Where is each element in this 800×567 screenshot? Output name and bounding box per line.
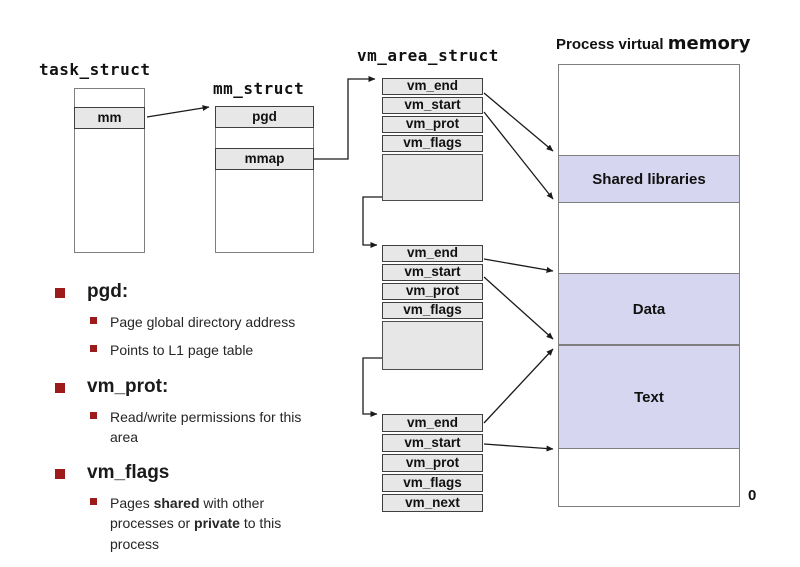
vma-block-1: vm_end vm_start vm_prot vm_flags <box>382 78 483 201</box>
vma1-empty-cell <box>382 154 483 201</box>
vma2-row-vm-prot: vm_prot <box>382 283 483 300</box>
process-virtual-memory-title: Process virtual memory <box>556 33 750 54</box>
bullet-square-icon <box>55 469 65 480</box>
bullet-square-icon <box>55 382 65 393</box>
sub-item-seg: to this process <box>110 515 282 552</box>
vma3-row-vm-flags: vm_flags <box>382 474 483 492</box>
vm-area-struct-title: vm_area_struct <box>357 46 499 65</box>
note-heading: vm_flags <box>87 462 170 484</box>
sub-item-text: Pages shared with other processes or pri… <box>110 493 310 554</box>
arrow-mm-to-mm-struct <box>146 105 210 118</box>
note-pgd: pgd: Page global directory address Point… <box>55 281 365 361</box>
pvm-title-emphasis: memory <box>667 33 751 54</box>
arrow-vma2-to-vma3 <box>362 357 382 417</box>
note-vm-flags-heading-row: vm_flags <box>55 462 365 484</box>
note-vm-prot-heading-row: vm_prot: <box>55 376 365 398</box>
note-sub-item: Points to L1 page table <box>90 340 365 360</box>
arrow-vma2-vmstart-to-data-bottom <box>483 276 554 340</box>
sub-bullet-square-icon <box>90 345 97 353</box>
sub-item-text: Read/write permissions for this area <box>110 408 302 445</box>
shared-libraries-region: Shared libraries <box>558 155 740 203</box>
vma1-row-vm-prot: vm_prot <box>382 116 483 133</box>
vma1-row-vm-end: vm_end <box>382 78 483 95</box>
vma1-row-vm-flags: vm_flags <box>382 135 483 152</box>
vma3-row-vm-prot: vm_prot <box>382 454 483 472</box>
vma2-empty-cell <box>382 321 483 370</box>
sub-item-text: Points to L1 page table <box>110 342 254 359</box>
vma3-row-vm-start: vm_start <box>382 434 483 452</box>
sub-item-text: Page global directory address <box>110 314 296 330</box>
sub-bullet-square-icon <box>90 498 97 506</box>
note-vm-flags: vm_flags Pages shared with other process… <box>55 462 365 554</box>
sub-item-seg-bold: private <box>194 515 240 532</box>
sub-bullet-square-icon <box>90 411 97 419</box>
note-vm-prot: vm_prot: Read/write permissions for this… <box>55 376 365 448</box>
arrow-vma3-vmend-to-text-top <box>483 348 554 424</box>
address-zero-label: 0 <box>748 487 757 504</box>
notes-list: pgd: Page global directory address Point… <box>55 281 365 567</box>
vma-block-2: vm_end vm_start vm_prot vm_flags <box>382 245 483 370</box>
vma3-row-vm-next: vm_next <box>382 494 483 512</box>
arrow-vma1-to-vma2 <box>362 196 382 248</box>
vma2-row-vm-flags: vm_flags <box>382 302 483 319</box>
mm-struct-mmap-cell: mmap <box>215 148 314 170</box>
vma3-row-vm-end: vm_end <box>382 414 483 432</box>
note-sub-item: Read/write permissions for this area <box>90 407 365 448</box>
text-region: Text <box>558 345 740 449</box>
note-heading: pgd: <box>87 281 129 302</box>
vma2-row-vm-end: vm_end <box>382 245 483 262</box>
vma2-row-vm-start: vm_start <box>382 264 483 281</box>
arrow-mmap-to-vma1 <box>314 76 376 160</box>
arrow-vma2-vmend-to-data-top <box>483 258 554 273</box>
arrow-vma3-vmstart-to-text-bottom <box>483 443 554 452</box>
task-struct-mm-cell: mm <box>74 107 145 129</box>
pvm-title-prefix: Process virtual <box>556 36 668 53</box>
task-struct-title: task_struct <box>39 60 151 79</box>
note-pgd-heading-row: pgd: <box>55 281 365 303</box>
bullet-square-icon <box>55 288 65 298</box>
note-heading: vm_prot: <box>87 375 169 397</box>
vma1-row-vm-start: vm_start <box>382 97 483 114</box>
sub-item-seg: Pages <box>110 495 154 512</box>
sub-item-seg: with other processes or <box>110 495 265 532</box>
arrow-vma1-vmend-to-shared-top <box>483 92 554 152</box>
sub-bullet-square-icon <box>90 317 97 324</box>
arrow-vma1-vmstart-to-shared-bottom <box>483 111 554 200</box>
note-sub-item: Page global directory address <box>90 312 365 332</box>
mm-struct-pgd-cell: pgd <box>215 106 314 128</box>
data-region: Data <box>558 273 740 345</box>
note-sub-item: Pages shared with other processes or pri… <box>90 493 365 554</box>
vma-block-3: vm_end vm_start vm_prot vm_flags vm_next <box>382 414 483 514</box>
mm-struct-title: mm_struct <box>213 79 305 98</box>
sub-item-seg-bold: shared <box>153 495 200 512</box>
mm-struct-box <box>215 106 314 253</box>
